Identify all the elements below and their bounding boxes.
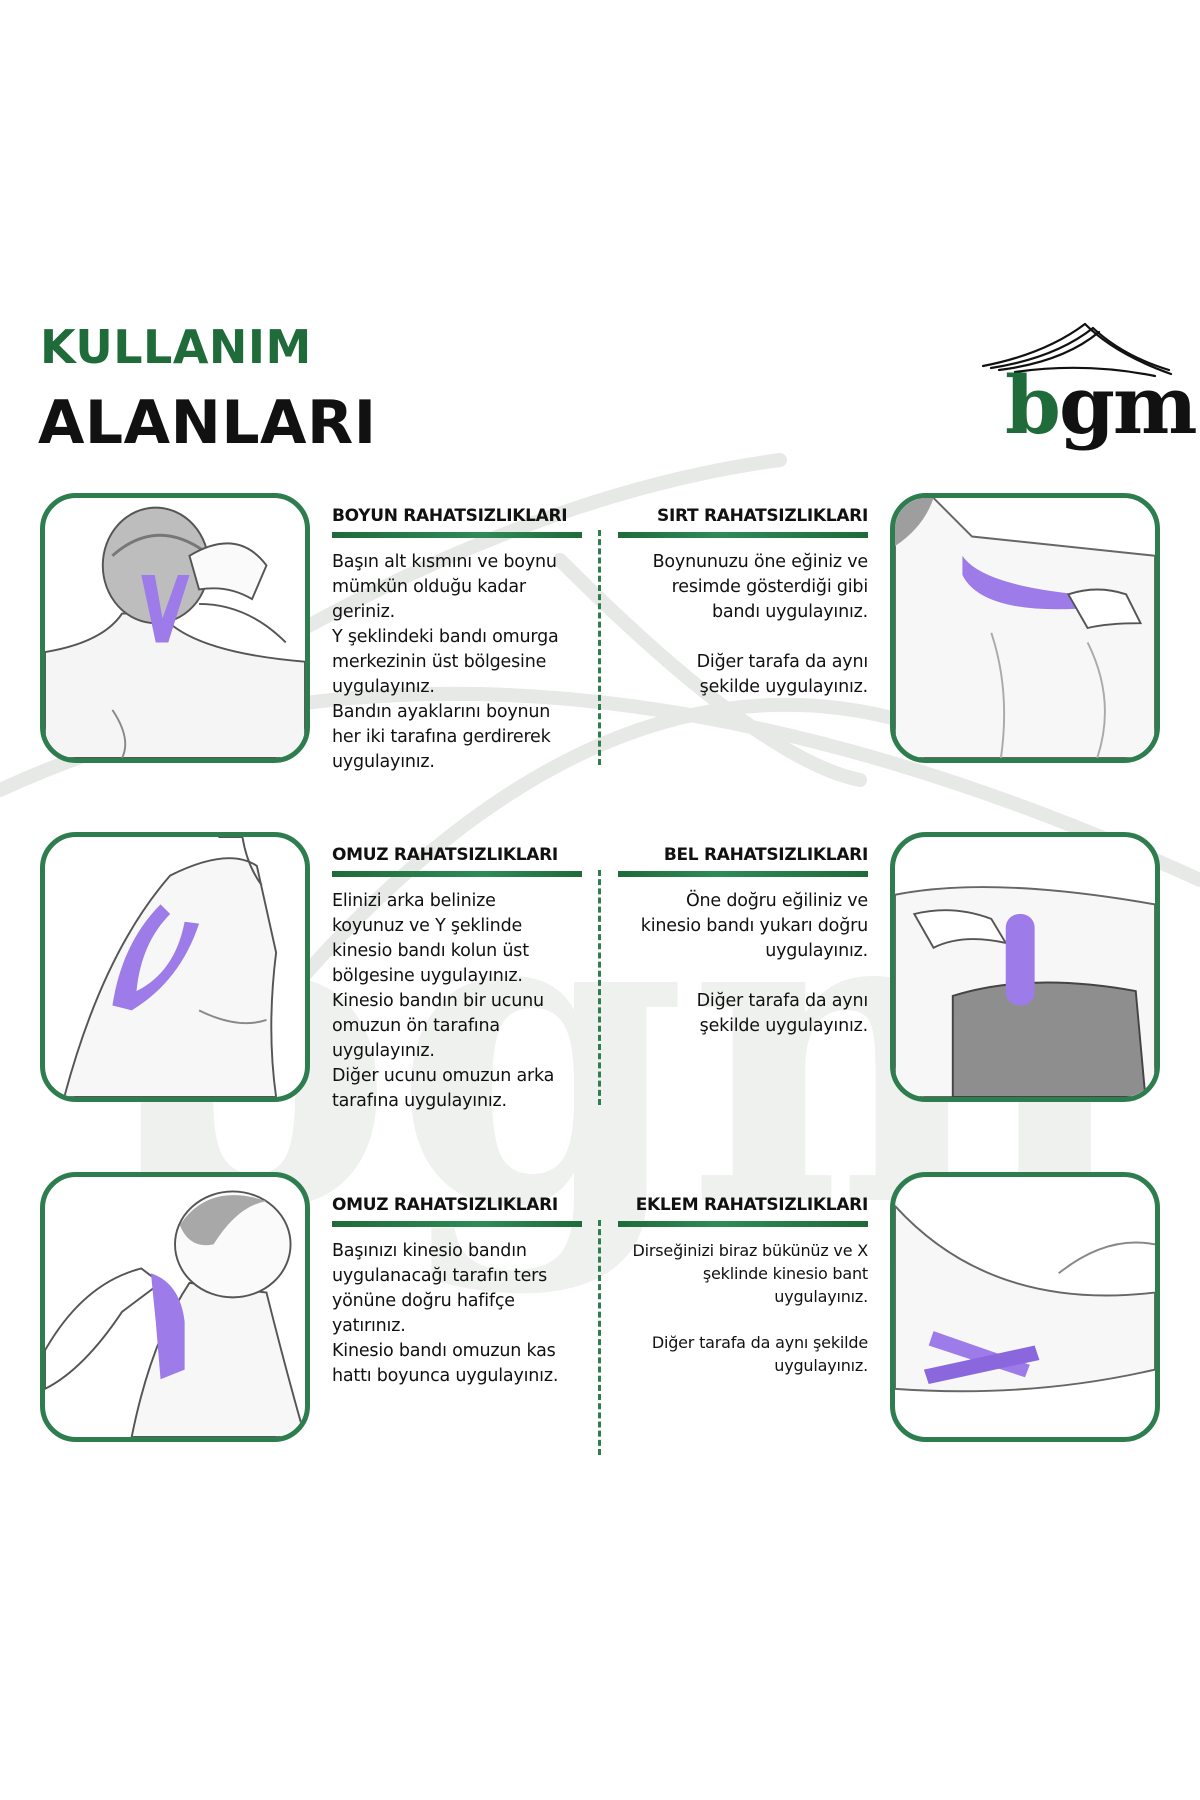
- section-text-neck: Başın alt kısmını ve boynu mümkün olduğu…: [332, 552, 559, 772]
- section-text-joint: Dirseğinizi biraz bükünüz ve X şeklinde …: [632, 1241, 869, 1375]
- shoulder-illustration-card: [40, 832, 310, 1102]
- section-underline: [332, 532, 582, 538]
- section-title-shoulder-2: OMUZ RAHATSIZLIKLARI: [332, 1195, 558, 1215]
- section-title-back: SIRT RAHATSIZLIKLARI: [657, 506, 868, 526]
- section-title-shoulder: OMUZ RAHATSIZLIKLARI: [332, 845, 558, 865]
- bgm-logo-wordmark: bgm: [1005, 358, 1198, 452]
- tape-strip-shape: [962, 555, 1078, 610]
- lower-back-taping-illustration: [895, 886, 1155, 1097]
- elbow-x-taping-illustration: [895, 1204, 1155, 1393]
- bgm-roof-logo-icon: [981, 322, 1173, 378]
- section-text-shoulder: Elinizi arka belinize koyunuz ve Y şekli…: [332, 891, 555, 1111]
- section-title-neck: BOYUN RAHATSIZLIKLARI: [332, 506, 568, 526]
- page-title-line2: ALANLARI: [38, 388, 377, 458]
- section-title-lower-back: BEL RAHATSIZLIKLARI: [663, 845, 868, 865]
- neck-taping-illustration: [45, 506, 305, 758]
- back-illustration-card: [890, 493, 1160, 763]
- section-underline: [332, 1221, 582, 1227]
- section-text-back: Boynunuzu öne eğiniz ve resimde gösterdi…: [652, 552, 869, 697]
- row-divider-2: [598, 870, 601, 1105]
- row-divider-1: [598, 530, 601, 765]
- back-taping-illustration: [895, 498, 1155, 758]
- neck-illustration-card: [40, 493, 310, 763]
- tape-strip-shape: [1005, 914, 1035, 1006]
- section-underline: [618, 871, 868, 877]
- row-divider-3: [598, 1220, 601, 1455]
- section-underline: [618, 1221, 868, 1227]
- neck-shoulder-illustration-card: [40, 1172, 310, 1442]
- tape-y-shape: [112, 904, 200, 1011]
- tape-strip-shape: [150, 1273, 185, 1380]
- tape-y-shape: [141, 575, 190, 643]
- elbow-illustration-card: [890, 1172, 1160, 1442]
- section-underline: [618, 532, 868, 538]
- lower-back-illustration-card: [890, 832, 1160, 1102]
- section-text-lower-back: Öne doğru eğiliniz ve kinesio bandı yuka…: [640, 891, 868, 1036]
- neck-shoulder-taping-illustration: [45, 1190, 305, 1437]
- shoulder-y-taping-illustration: [63, 837, 278, 1097]
- tape-x-shape-b: [923, 1345, 1040, 1385]
- section-underline: [332, 871, 582, 877]
- section-title-joint: EKLEM RAHATSIZLIKLARI: [635, 1195, 869, 1215]
- page-title-line1: KULLANIM: [40, 320, 312, 374]
- section-text-shoulder-2: Başınızı kinesio bandın uygulanacağı tar…: [332, 1241, 559, 1386]
